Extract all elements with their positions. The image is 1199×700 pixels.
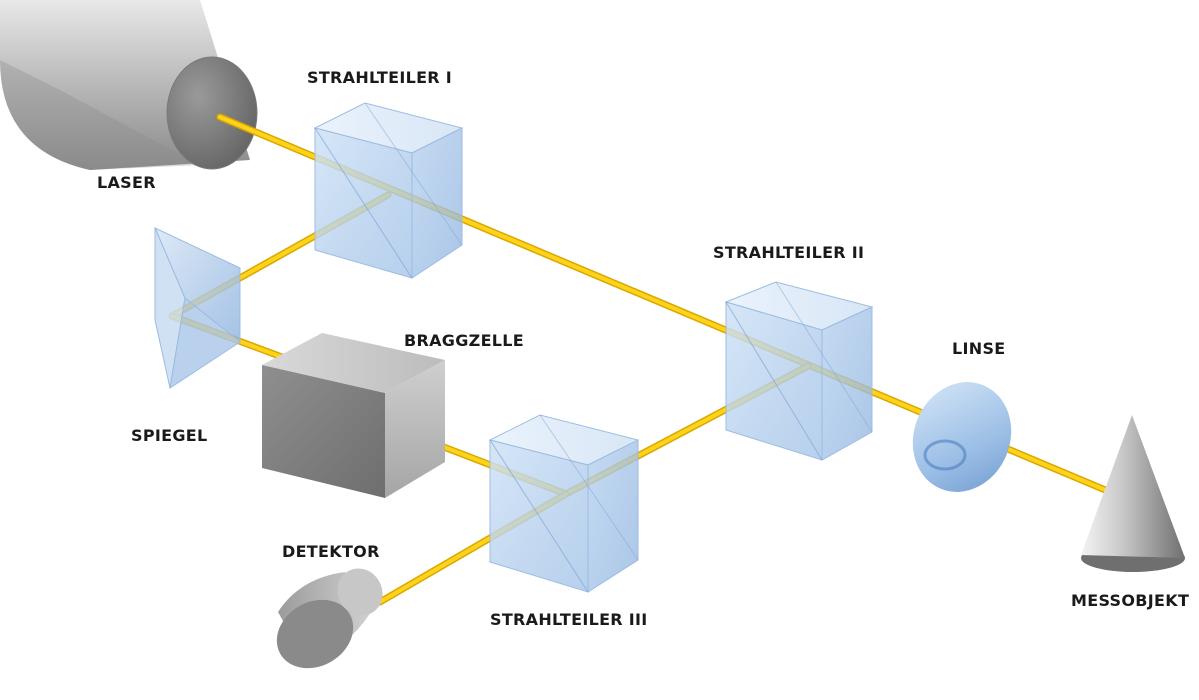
beam-splitter-3 xyxy=(488,414,640,593)
bragg-cell xyxy=(262,333,445,498)
beam-splitter-3-label: STRAHLTEILER III xyxy=(490,610,648,629)
mirror-label: SPIEGEL xyxy=(131,426,208,445)
beam-splitter-2 xyxy=(724,281,874,461)
laser-label: LASER xyxy=(97,173,156,192)
mirror-prism xyxy=(154,226,241,390)
beam-splitter-1-label: STRAHLTEILER I xyxy=(307,68,453,87)
lens xyxy=(912,382,1012,492)
lens-label: LINSE xyxy=(952,339,1006,358)
target-cone xyxy=(1081,415,1185,572)
bragg-cell-label: BRAGGZELLE xyxy=(404,331,525,350)
beam-splitter-1 xyxy=(313,102,464,279)
detector-label: DETEKTOR xyxy=(282,542,380,561)
laser-device xyxy=(0,0,258,170)
beam-splitter-2-label: STRAHLTEILER II xyxy=(713,243,865,262)
detector xyxy=(276,568,383,669)
target-label: MESSOBJEKT xyxy=(1071,591,1190,610)
